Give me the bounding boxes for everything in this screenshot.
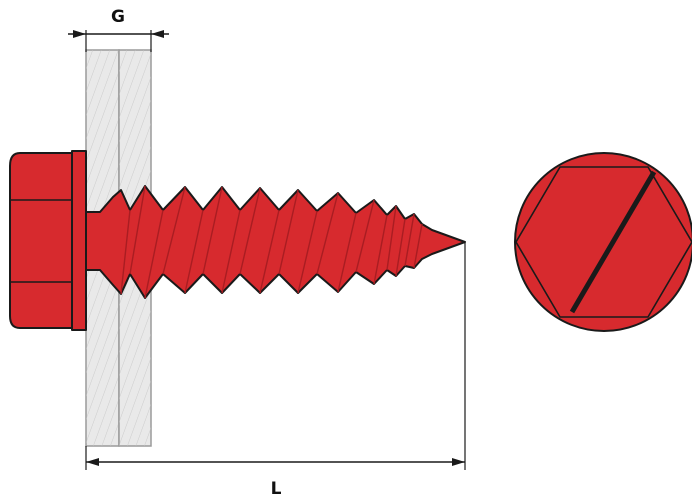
head-hexagon xyxy=(515,166,692,318)
screw-flange xyxy=(71,150,87,331)
screw-hex-head xyxy=(9,152,73,329)
grip-dimension-label: G xyxy=(111,7,125,27)
head-slot xyxy=(569,170,657,314)
self-tapping-hex-head-screw-icon xyxy=(9,150,466,331)
screw-thread-lines xyxy=(120,185,423,299)
grip-dimension: G xyxy=(68,7,169,52)
hex-head-slotted-top-view-icon xyxy=(514,152,692,332)
length-dimension-label: L xyxy=(271,479,282,499)
length-dimension: L xyxy=(85,243,466,499)
head-circle xyxy=(514,152,692,332)
fastened-boards xyxy=(85,49,152,447)
